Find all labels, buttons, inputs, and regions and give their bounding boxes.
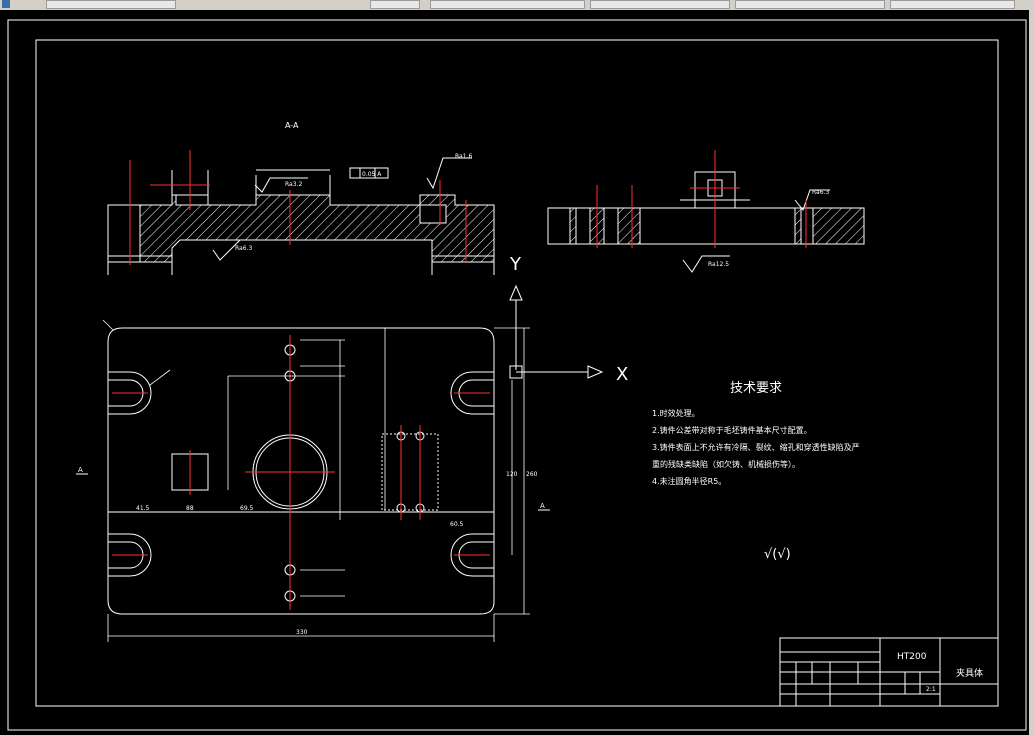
ra-label-3: Ra1.6: [455, 153, 472, 160]
side-view: [547, 171, 865, 273]
dim-d4: 60.5: [450, 521, 464, 528]
side-view-centerlines: [596, 150, 807, 248]
scale-label: 2:1: [926, 686, 936, 693]
ra-label-1: Ra6.3: [235, 245, 252, 252]
tech-title: 技术要求: [730, 381, 782, 396]
part-name-label: 夹具体: [956, 667, 983, 679]
ra-label-5: Ra6.3: [812, 189, 829, 196]
ucs-icon: [509, 284, 604, 379]
tol-label: 0.05 A: [362, 171, 382, 178]
section-label: A-A: [285, 121, 299, 130]
toolbar-tab-3[interactable]: [430, 0, 585, 9]
title-block: [779, 637, 999, 707]
material-label: HT200: [897, 652, 927, 662]
toolbar-tab-4[interactable]: [590, 0, 730, 9]
plan-centerlines: [112, 335, 490, 610]
dim-d2: 88: [186, 505, 194, 512]
tech-item-3: 3.铸件表面上不允许有冷隔、裂纹、缩孔和穿透性缺陷及严: [652, 442, 860, 452]
dim-d5: 120: [506, 471, 518, 478]
view-label-a-left: A: [78, 466, 83, 474]
dim-overall-height: 260: [526, 471, 538, 478]
cad-drawing: A-A Ra6.3 Ra3.2 Ra1.6 0.0: [7, 19, 1027, 731]
outer-frame: [7, 19, 1027, 731]
axis-y-label: Y: [509, 254, 522, 275]
toolbar-tab-2[interactable]: [370, 0, 420, 9]
axis-x-label: X: [616, 364, 628, 385]
dim-d3: 69.5: [240, 505, 254, 512]
ra-label-2: Ra3.2: [285, 181, 302, 188]
section-view-a-a: [107, 157, 495, 275]
roughness-symbol: √(√): [764, 547, 791, 562]
plan-view: [107, 327, 495, 615]
tech-item-1: 1.时效处理。: [652, 408, 700, 418]
tech-item-4: 重的残缺类缺陷（如欠铸、机械损伤等）。: [652, 459, 800, 469]
plan-dimensions: [102, 319, 530, 642]
toolbar-tab-6[interactable]: [890, 0, 1015, 9]
section-centerlines: [129, 150, 467, 265]
toolbar-tab-5[interactable]: [735, 0, 885, 9]
tech-item-2: 2.铸件公差带对称于毛坯铸件基本尺寸配置。: [652, 425, 812, 435]
drawing-canvas[interactable]: A-A Ra6.3 Ra3.2 Ra1.6 0.0: [0, 10, 1033, 735]
inner-frame: [35, 39, 999, 707]
dim-overall-width: 330: [296, 629, 308, 636]
ra-label-4: Ra12.5: [708, 261, 729, 268]
view-label-a-right: A: [540, 502, 545, 510]
toolbar-tab-1[interactable]: [46, 0, 176, 9]
tech-item-5: 4.未注圆角半径R5。: [652, 476, 726, 486]
right-scrollbar[interactable]: [1029, 10, 1033, 735]
app-icon[interactable]: [2, 0, 10, 8]
dim-d1: 41.5: [136, 505, 150, 512]
